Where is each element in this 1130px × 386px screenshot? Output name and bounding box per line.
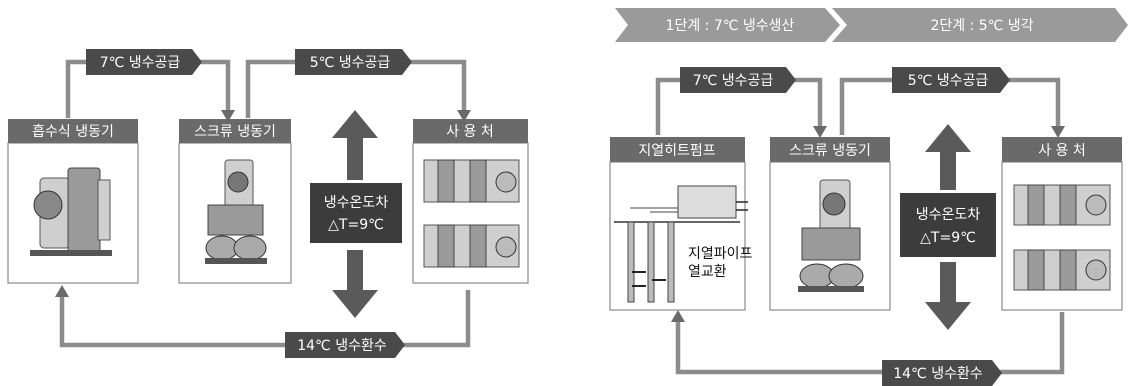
arrow-up-icon	[925, 124, 971, 190]
svg-text:사 용 처: 사 용 처	[446, 124, 494, 140]
tag-7c-supply: 7℃ 냉수공급	[680, 67, 796, 93]
delta-t-value: △T=9℃	[920, 230, 976, 246]
screw-chiller-box: 스크류 냉동기	[769, 137, 891, 311]
arrow-up-icon	[332, 110, 378, 180]
svg-text:사 용 처: 사 용 처	[1038, 143, 1086, 159]
right-diagram: 1단계 : 7℃ 냉수생산 2단계 : 5℃ 냉각 7℃ 냉수공급 5℃ 냉수공…	[609, 8, 1128, 386]
screw-chiller-box: 스크류 냉동기	[178, 119, 292, 284]
absorption-chiller-icon	[30, 167, 112, 256]
tag-14c-return: 14℃ 냉수환수	[285, 332, 405, 358]
arrow-down-icon	[925, 262, 971, 330]
screw-chiller-icon	[205, 159, 267, 264]
air-handling-unit-icon	[423, 159, 520, 268]
stage-1-banner: 1단계 : 7℃ 냉수생산	[615, 8, 840, 42]
arrow-down-icon	[332, 250, 378, 318]
svg-text:1단계 : 7℃ 냉수생산: 1단계 : 7℃ 냉수생산	[666, 18, 795, 34]
tag-14c-return: 14℃ 냉수환수	[882, 360, 1002, 386]
svg-text:스크류 냉동기: 스크류 냉동기	[789, 143, 871, 159]
svg-text:5℃ 냉수공급: 5℃ 냉수공급	[908, 73, 989, 89]
arrow-down-icon	[813, 126, 827, 138]
usage-box: 사 용 처	[412, 119, 529, 284]
delta-t-indicator: 냉수온도차 △T=9℃	[310, 110, 402, 318]
heat-exchange-label: 열교환	[688, 264, 727, 280]
air-handling-unit-icon	[1013, 184, 1111, 291]
usage-box: 사 용 처	[1001, 137, 1123, 311]
arrow-up-icon	[55, 285, 69, 297]
pipe-14c-return	[59, 290, 471, 348]
svg-text:5℃ 냉수공급: 5℃ 냉수공급	[310, 55, 391, 71]
geothermal-heat-pump-box: 지열히트펌프 지열파이프 열교환	[609, 137, 753, 311]
svg-text:스크류 냉동기: 스크류 냉동기	[194, 124, 276, 140]
svg-text:7℃ 냉수공급: 7℃ 냉수공급	[100, 55, 181, 71]
delta-t-label: 냉수온도차	[916, 207, 981, 223]
absorption-chiller-box: 흡수식 냉동기	[7, 119, 139, 284]
delta-t-value: △T=9℃	[328, 217, 384, 233]
stage-2-banner: 2단계 : 5℃ 냉각	[832, 8, 1128, 42]
svg-text:7℃ 냉수공급: 7℃ 냉수공급	[693, 73, 774, 89]
svg-text:지열히트펌프: 지열히트펌프	[638, 143, 715, 159]
tag-7c-supply: 7℃ 냉수공급	[86, 49, 202, 75]
pipe-14c-return	[675, 312, 1065, 375]
geothermal-pipe-label: 지열파이프	[688, 246, 753, 262]
screw-chiller-icon	[798, 179, 864, 292]
geothermal-pipe-icon	[614, 185, 748, 303]
tag-5c-supply: 5℃ 냉수공급	[892, 67, 1010, 93]
arrow-down-icon	[457, 110, 471, 122]
arrow-down-icon	[221, 110, 235, 122]
delta-t-label: 냉수온도차	[324, 195, 389, 211]
left-diagram: 7℃ 냉수공급 5℃ 냉수공급 14℃ 냉수환수 흡수식 냉동기 스크류 냉동기	[7, 49, 529, 358]
tag-5c-supply: 5℃ 냉수공급	[295, 49, 412, 75]
arrow-down-icon	[1051, 126, 1065, 138]
svg-text:14℃ 냉수환수: 14℃ 냉수환수	[297, 338, 387, 354]
delta-t-indicator: 냉수온도차 △T=9℃	[900, 124, 996, 330]
svg-text:2단계 : 5℃ 냉각: 2단계 : 5℃ 냉각	[930, 18, 1033, 34]
svg-text:14℃ 냉수환수: 14℃ 냉수환수	[893, 366, 983, 382]
svg-text:흡수식 냉동기: 흡수식 냉동기	[32, 124, 114, 140]
arrow-up-icon	[671, 310, 685, 322]
